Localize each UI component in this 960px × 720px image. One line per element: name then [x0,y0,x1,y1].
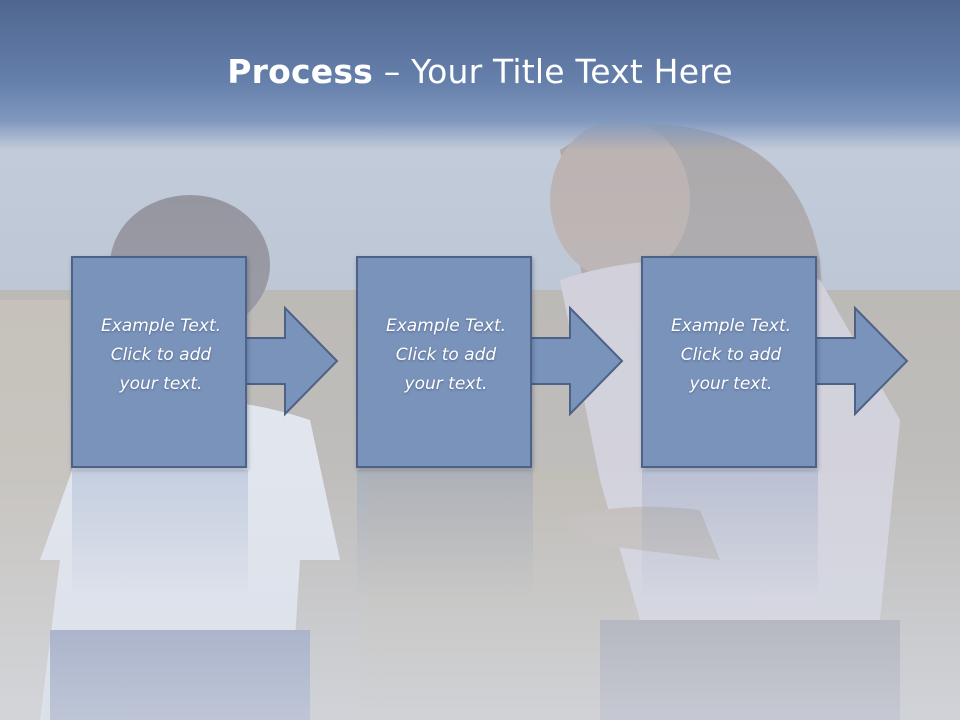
slide-title[interactable]: Process – Your Title Text Here [0,52,960,91]
step-3-reflection [642,470,818,600]
title-bar [0,0,960,150]
process-step-3[interactable]: Example Text. Click to add your text. [641,256,817,468]
process-step-2[interactable]: Example Text. Click to add your text. [356,256,532,468]
step-2-reflection [357,470,533,600]
arrow-right-icon [814,305,909,417]
process-step-1[interactable]: Example Text. Click to add your text. [71,256,247,468]
step-1-reflection [72,470,248,600]
arrow-right-icon [244,305,339,417]
step-3-text[interactable]: Example Text. Click to add your text. [670,316,792,394]
title-rest: – Your Title Text Here [373,52,733,91]
step-1-text[interactable]: Example Text. Click to add your text. [100,316,222,394]
step-2-text[interactable]: Example Text. Click to add your text. [385,316,507,394]
title-bold: Process [227,52,374,91]
arrow-right-icon [529,305,624,417]
